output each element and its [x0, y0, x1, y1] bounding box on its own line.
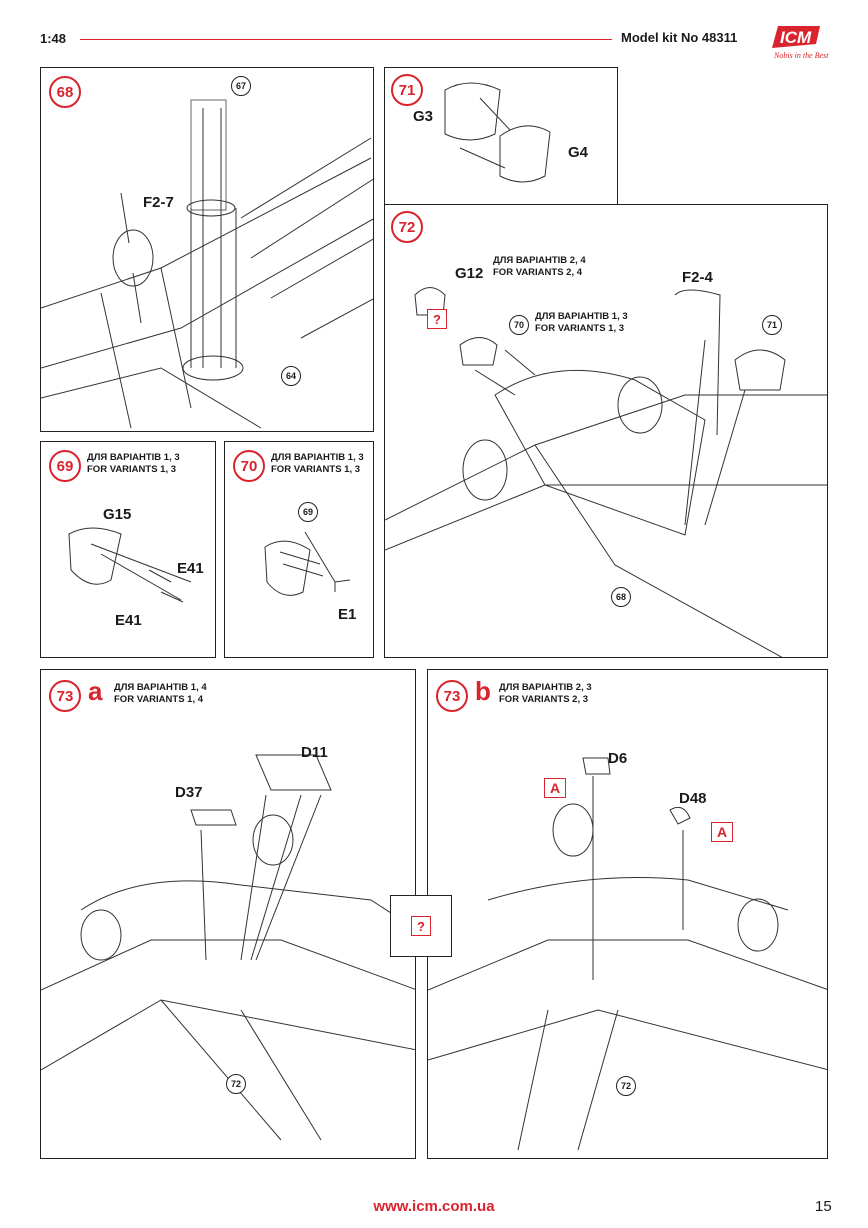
part-d6-label: D6 — [608, 750, 628, 767]
scale-label: 1:48 — [40, 31, 67, 46]
step-71-badge: 71 — [391, 74, 423, 106]
question-marker: ? — [427, 309, 447, 329]
ref-69: 69 — [298, 502, 318, 522]
part-g12-label: G12 — [455, 265, 484, 282]
step-68-badge: 68 — [49, 76, 81, 108]
part-g3-label: G3 — [413, 108, 434, 125]
variant-1-3-ua: ДЛЯ ВАРІАНТІВ 1, 3 — [271, 452, 364, 463]
question-marker-center: ? — [411, 916, 431, 936]
variant-1-3-en: FOR VARIANTS 1, 3 — [271, 464, 361, 475]
part-g15-label: G15 — [103, 506, 132, 523]
step-68-illustration — [41, 99, 373, 429]
step-72-badge: 72 — [391, 211, 423, 243]
step-73-badge-a: 73 — [49, 680, 81, 712]
step-73b-panel: 73 b ДЛЯ ВАРІАНТІВ 2, 3 FOR VARIANTS 2, … — [427, 669, 828, 1159]
part-f2-7-label: F2-7 — [143, 194, 174, 211]
ref-64: 64 — [281, 366, 301, 386]
marker-a-left: A — [544, 778, 566, 798]
step-73-badge-b: 73 — [436, 680, 468, 712]
step-68-panel: 68 F2-7 67 64 — [40, 67, 374, 432]
step-71-illustration — [444, 82, 551, 183]
variant-1-3-en: FOR VARIANTS 1, 3 — [535, 323, 625, 334]
step-72-panel: 72 G12 ДЛЯ ВАРІАНТІВ 2, 4 FOR VARIANTS 2… — [384, 204, 828, 658]
step-69-badge: 69 — [49, 450, 81, 482]
step-69-illustration — [68, 527, 192, 603]
footer-url[interactable]: www.icm.com.ua — [373, 1198, 495, 1215]
ref-68: 68 — [611, 587, 631, 607]
part-e41-label-upper: E41 — [177, 560, 204, 577]
part-f2-4-label: F2-4 — [682, 269, 713, 286]
variant-2-4-en: FOR VARIANTS 2, 4 — [493, 267, 583, 278]
step-72-illustration — [385, 287, 827, 657]
marker-a-right: A — [711, 822, 733, 842]
step-70-panel: 70 ДЛЯ ВАРІАНТІВ 1, 3 FOR VARIANTS 1, 3 … — [224, 441, 374, 658]
ref-72: 72 — [226, 1074, 246, 1094]
icm-logo: ICM Nobis in the Best — [760, 22, 840, 64]
step-73b-illustration — [428, 757, 827, 1151]
step-70-illustration — [264, 531, 351, 596]
step-73-letter-b: b — [475, 676, 491, 706]
step-69-panel: 69 ДЛЯ ВАРІАНТІВ 1, 3 FOR VARIANTS 1, 3 … — [40, 441, 216, 658]
variant-1-3-en: FOR VARIANTS 1, 3 — [87, 464, 177, 475]
variant-2-4-ua: ДЛЯ ВАРІАНТІВ 2, 4 — [493, 255, 586, 266]
variant-1-3-ua: ДЛЯ ВАРІАНТІВ 1, 3 — [535, 311, 628, 322]
part-d11-label: D11 — [301, 744, 328, 761]
model-kit-number: Model kit No 48311 — [621, 30, 738, 45]
variant-2-3-ua: ДЛЯ ВАРІАНТІВ 2, 3 — [499, 682, 592, 693]
center-question-panel: ? — [390, 895, 452, 957]
step-73-letter-a: a — [88, 676, 103, 706]
page-number: 15 — [815, 1198, 832, 1215]
part-e41-label-lower: E41 — [115, 612, 142, 629]
step-70-badge: 70 — [233, 450, 265, 482]
variant-1-4-en: FOR VARIANTS 1, 4 — [114, 694, 204, 705]
variant-1-4-ua: ДЛЯ ВАРІАНТІВ 1, 4 — [114, 682, 207, 693]
ref-70: 70 — [509, 315, 529, 335]
ref-71: 71 — [762, 315, 782, 335]
header-rule — [80, 39, 612, 40]
ref-67: 67 — [231, 76, 251, 96]
ref-72: 72 — [616, 1076, 636, 1096]
part-d37-label: D37 — [175, 784, 203, 801]
svg-text:ICM: ICM — [780, 28, 812, 47]
part-e1-label: E1 — [338, 606, 357, 623]
step-71-panel: 71 G3 G4 — [384, 67, 618, 205]
part-g4-label: G4 — [568, 144, 589, 161]
step-73a-illustration — [41, 754, 415, 1141]
variant-1-3-ua: ДЛЯ ВАРІАНТІВ 1, 3 — [87, 452, 180, 463]
svg-text:Nobis in the Best: Nobis in the Best — [773, 51, 829, 60]
variant-2-3-en: FOR VARIANTS 2, 3 — [499, 694, 589, 705]
step-73a-panel: 73 a ДЛЯ ВАРІАНТІВ 1, 4 FOR VARIANTS 1, … — [40, 669, 416, 1159]
part-d48-label: D48 — [679, 790, 707, 807]
